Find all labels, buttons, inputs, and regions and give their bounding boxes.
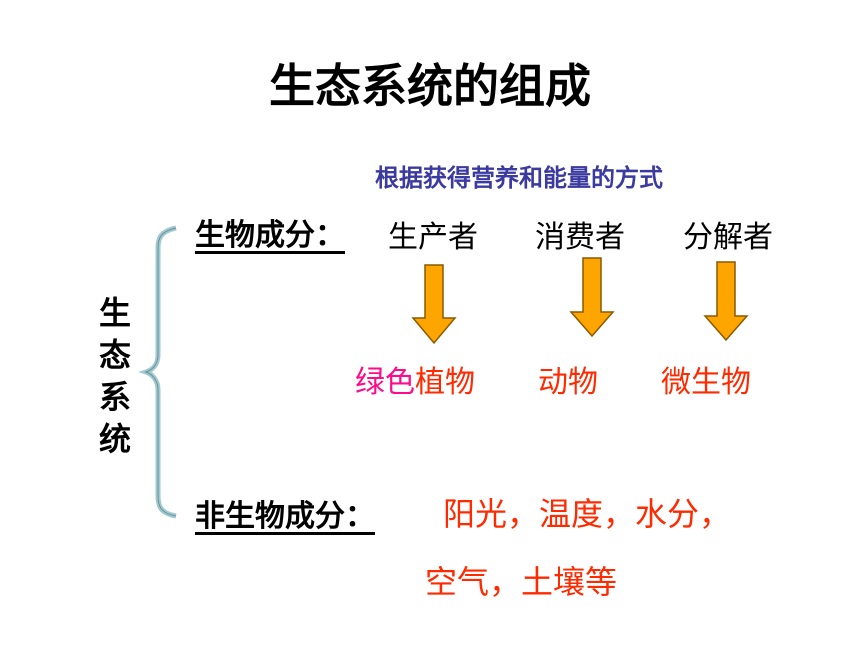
consumer-label: 消费者 — [535, 220, 625, 255]
decomposer-label: 分解者 — [683, 220, 773, 255]
arrow-down-consumer — [569, 257, 615, 338]
arrow-down-producer — [411, 264, 457, 345]
biotic-label: 生物成分： — [195, 218, 345, 253]
page-title: 生态系统的组成 — [269, 59, 591, 113]
arrow-down-decomposer — [703, 261, 749, 342]
side-label-ecosystem: 生 态 系 统 — [95, 292, 135, 460]
left-brace — [138, 225, 177, 519]
producer-example: 绿色植物 — [355, 365, 475, 400]
abiotic-factors-line1: 阳光，温度，水分， — [443, 495, 732, 533]
side-char: 生 — [98, 294, 131, 332]
abiotic-factors-line2: 空气，土壤等 — [425, 563, 618, 601]
consumer-example: 动物 — [538, 365, 598, 400]
side-char: 态 — [98, 336, 131, 374]
decomposer-example: 微生物 — [661, 365, 751, 400]
abiotic-label: 非生物成分： — [195, 499, 375, 534]
side-char: 系 — [98, 378, 131, 416]
producer-label: 生产者 — [388, 220, 478, 255]
side-char: 统 — [98, 420, 131, 458]
classification-basis: 根据获得营养和能量的方式 — [375, 164, 663, 192]
